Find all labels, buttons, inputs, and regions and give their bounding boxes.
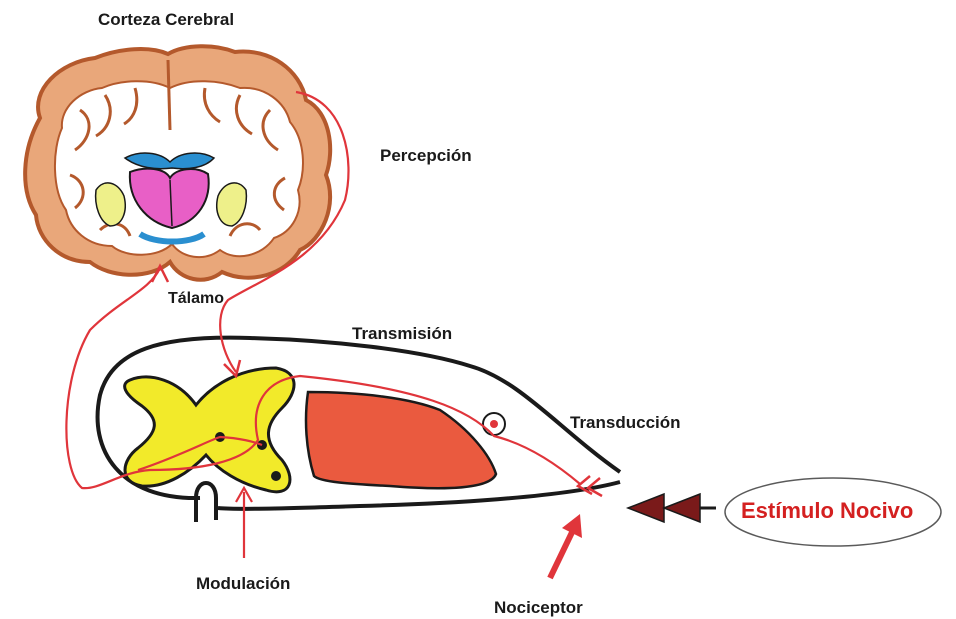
transmision-label: Transmisión: [352, 324, 452, 344]
spinal-cord-icon: [98, 338, 620, 522]
modulacion-arrow: [236, 488, 252, 558]
estimulo-nocivo-label: Estímulo Nocivo: [741, 498, 913, 524]
percepcion-label: Percepción: [380, 146, 472, 166]
corteza-cerebral-label: Corteza Cerebral: [98, 10, 234, 30]
spinal-tissue: [306, 392, 496, 488]
modulacion-label: Modulación: [196, 574, 290, 594]
brain-icon: [25, 46, 330, 280]
stimulus-arrowheads-icon: [628, 494, 716, 522]
nociceptor-arrow: [550, 514, 582, 578]
spinal-grey-matter: [125, 368, 294, 492]
talamo-label: Tálamo: [168, 290, 224, 308]
nociceptor-label: Nociceptor: [494, 598, 583, 618]
transduccion-label: Transducción: [570, 413, 681, 433]
